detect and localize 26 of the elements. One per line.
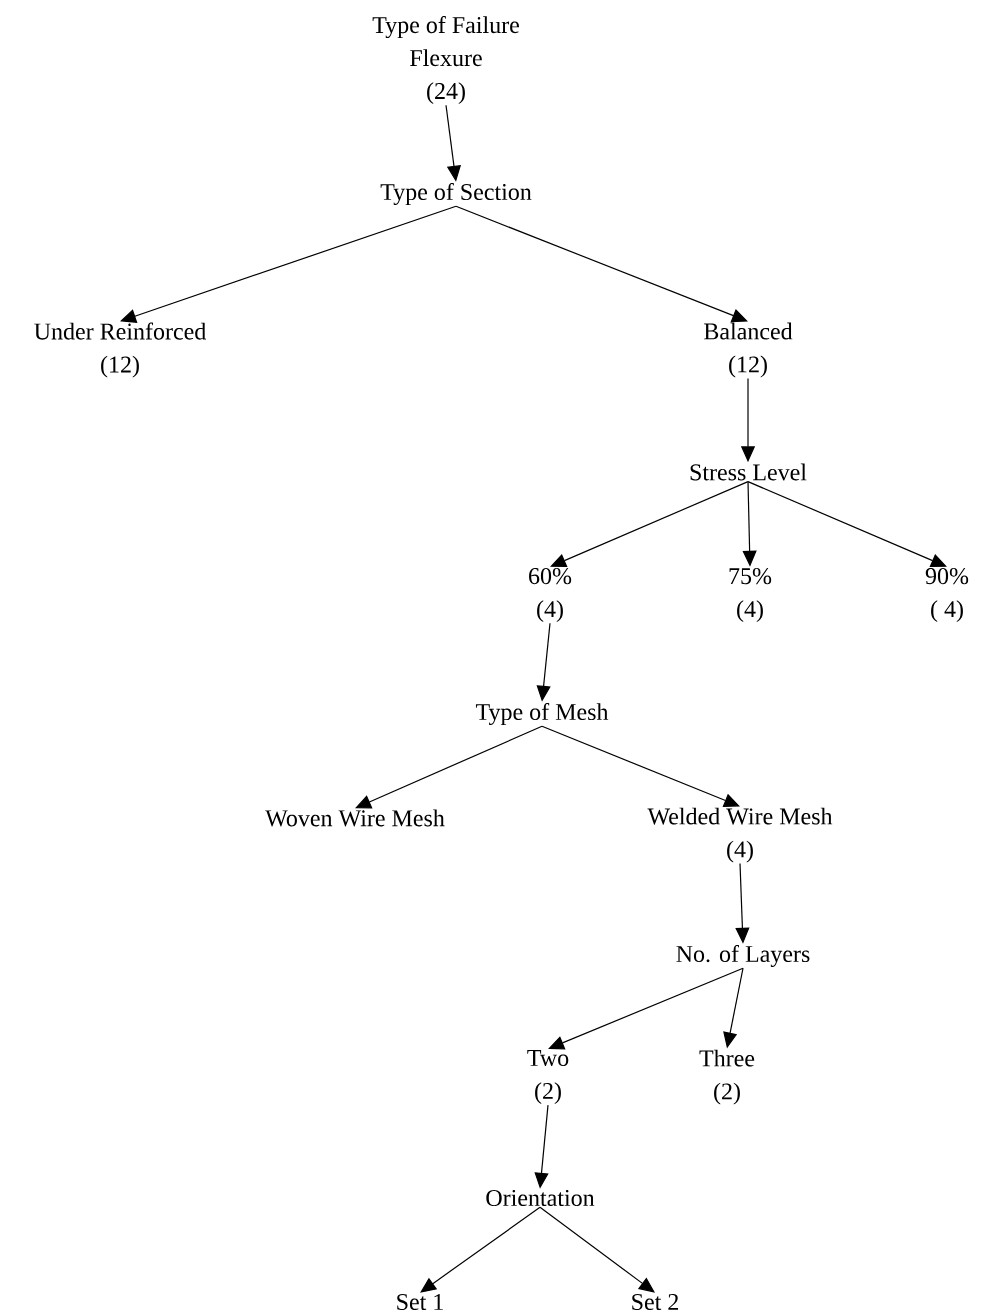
arrow [548, 967, 744, 1050]
node-label: 90% ( 4) [925, 567, 969, 623]
arrow [355, 725, 543, 809]
node-label: Three (2) [699, 1049, 755, 1105]
arrow [539, 1206, 655, 1293]
arrow [747, 481, 947, 568]
arrow [120, 205, 457, 323]
node-label: Set 1 [397, 1293, 443, 1311]
arrow [420, 1206, 541, 1293]
node-label: Type of Failure Flexure (24) [372, 16, 519, 104]
node-label: No. of Layers [676, 945, 810, 968]
node-label: Two (2) [527, 1050, 569, 1104]
arrow [455, 205, 748, 323]
node-label: Set 2 [632, 1293, 678, 1311]
node-label: 60% (4) [529, 567, 572, 623]
node-label: Type of Mesh [475, 703, 609, 726]
node-label: Orientation [486, 1189, 595, 1207]
node-label: Type of Section [380, 182, 532, 206]
arrow [541, 725, 740, 808]
node-label: Under Reinforced (12) [34, 322, 206, 378]
node-label: Welded Wire Mesh (4) [647, 807, 833, 863]
arrow [550, 481, 749, 568]
node-label: 75% (4) [729, 567, 772, 623]
node-label: Balanced (12) [704, 322, 793, 378]
node-label: Woven Wire Mesh [265, 809, 445, 827]
node-label: Stress Level [690, 463, 807, 481]
